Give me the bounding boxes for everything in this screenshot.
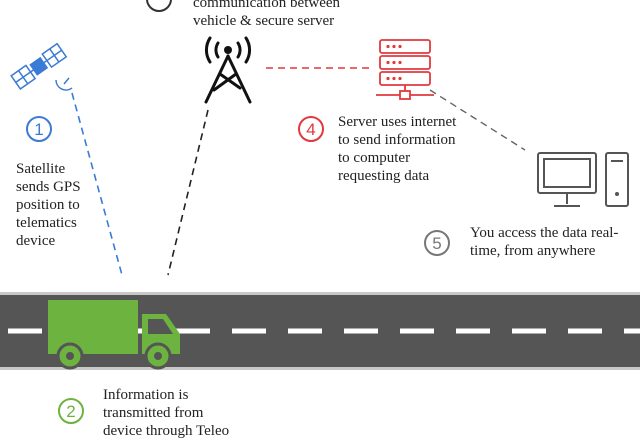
truck-icon [48,300,180,370]
step5-line: time, from anywhere [470,243,596,259]
connection-lines [71,67,526,276]
step1-number-circle: 1 [26,116,52,142]
step3-line: communication between [193,0,341,11]
step4-line: Server uses internet [338,114,457,130]
server-icon [376,39,434,100]
step1-line: position to [16,197,80,213]
step4-line: requesting data [338,168,430,184]
step2-line: transmitted from [103,405,204,421]
step5-line: You access the data real- [470,225,619,241]
step1-line: telematics [16,215,77,231]
cell-tower-icon [204,36,252,104]
step4-text: Server uses internet to send information… [338,113,518,185]
step5-number-circle: 5 [424,230,450,256]
step1-line: device [16,233,56,249]
step2-line: Information is [103,387,189,403]
server-to-computer-line [429,89,526,151]
step3-line: vehicle & secure server [193,13,335,29]
road-lane-markings [8,328,640,334]
desktop-computer-icon [537,152,629,207]
step4-line: to computer [338,150,411,166]
step1-text: Satellite sends GPS position to telemati… [16,160,116,250]
satellite-icon [10,42,73,91]
step4-line: to send information [338,132,456,148]
step1-line: sends GPS [16,179,81,195]
satellite-to-truck-line [71,92,123,276]
step2-line: device through Teleo [103,423,230,439]
step4-number-circle: 4 [298,116,324,142]
tower-to-truck-line [167,109,209,276]
step1-line: Satellite [16,161,66,177]
step2-text: Information is transmitted from device t… [103,386,323,440]
step2-number-circle: 2 [58,398,84,424]
step3-text: communication between vehicle & secure s… [193,0,423,30]
step5-text: You access the data real- time, from any… [470,224,638,260]
